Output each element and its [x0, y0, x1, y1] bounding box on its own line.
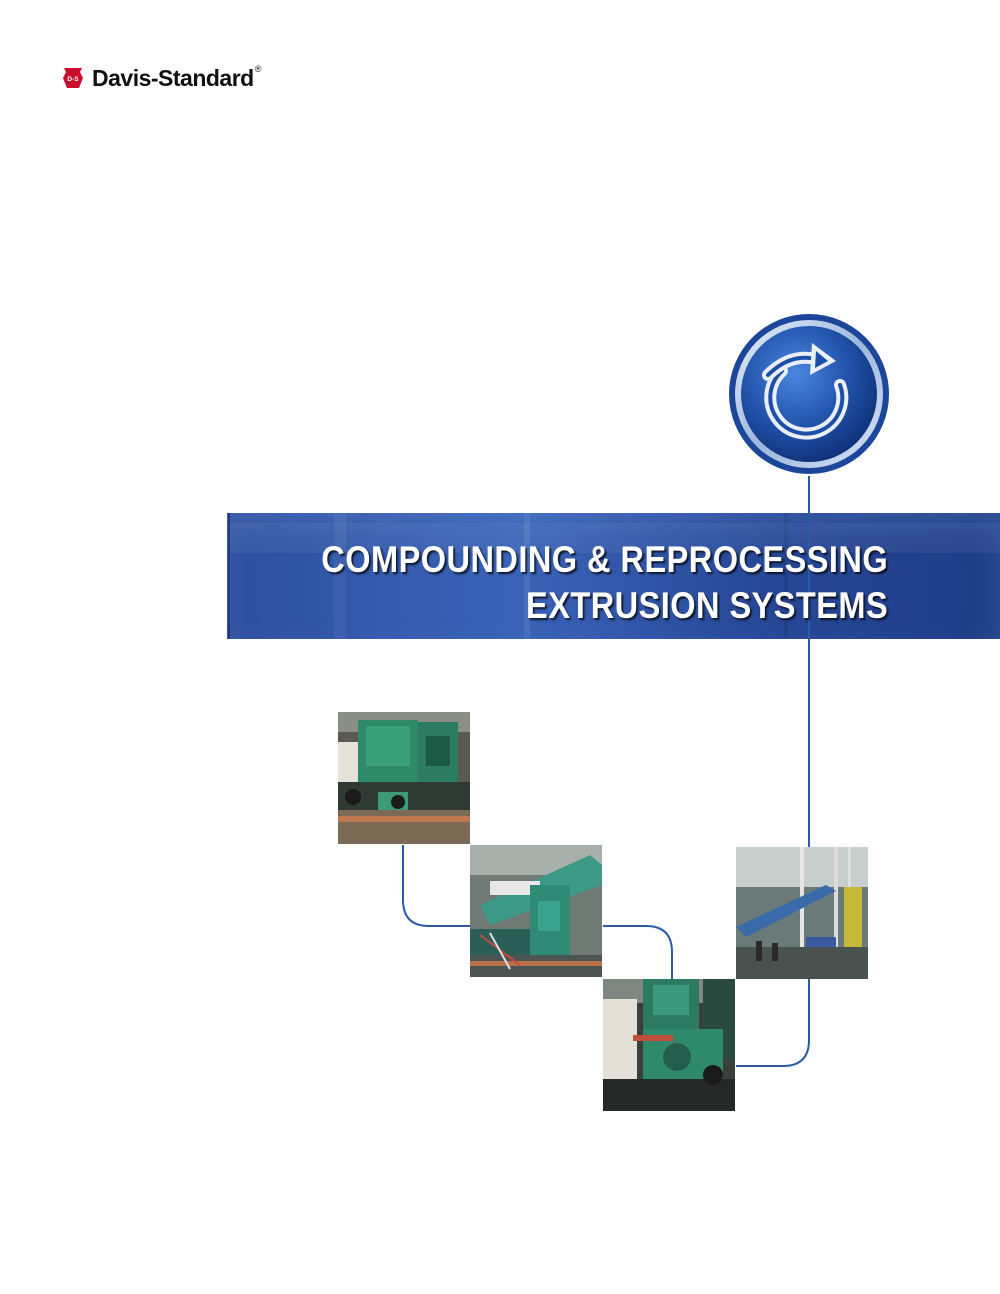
title-line-2: EXTRUSION SYSTEMS	[525, 585, 888, 626]
photo-green-extruder	[338, 712, 470, 844]
title-line-1: COMPOUNDING & REPROCESSING	[321, 539, 888, 580]
circular-arrow-icon	[729, 314, 889, 474]
svg-text:D-S: D-S	[67, 76, 79, 83]
photo-teal-extruder	[470, 845, 602, 977]
photo-plant-interior	[736, 847, 868, 979]
banner-texture	[224, 513, 1000, 639]
title-banner: COMPOUNDING & REPROCESSING EXTRUSION SYS…	[224, 513, 1000, 639]
banner-edge-line	[228, 513, 230, 639]
photo-green-pelletizer	[603, 979, 735, 1111]
page-title: COMPOUNDING & REPROCESSING EXTRUSION SYS…	[321, 537, 888, 629]
keystone-logo-icon: D-S	[63, 68, 83, 88]
banner-edge	[224, 513, 227, 639]
registered-mark: ®	[254, 64, 262, 74]
brand-logo: D-S Davis-Standard ®	[62, 64, 261, 92]
brand-name: Davis-Standard	[92, 64, 254, 91]
